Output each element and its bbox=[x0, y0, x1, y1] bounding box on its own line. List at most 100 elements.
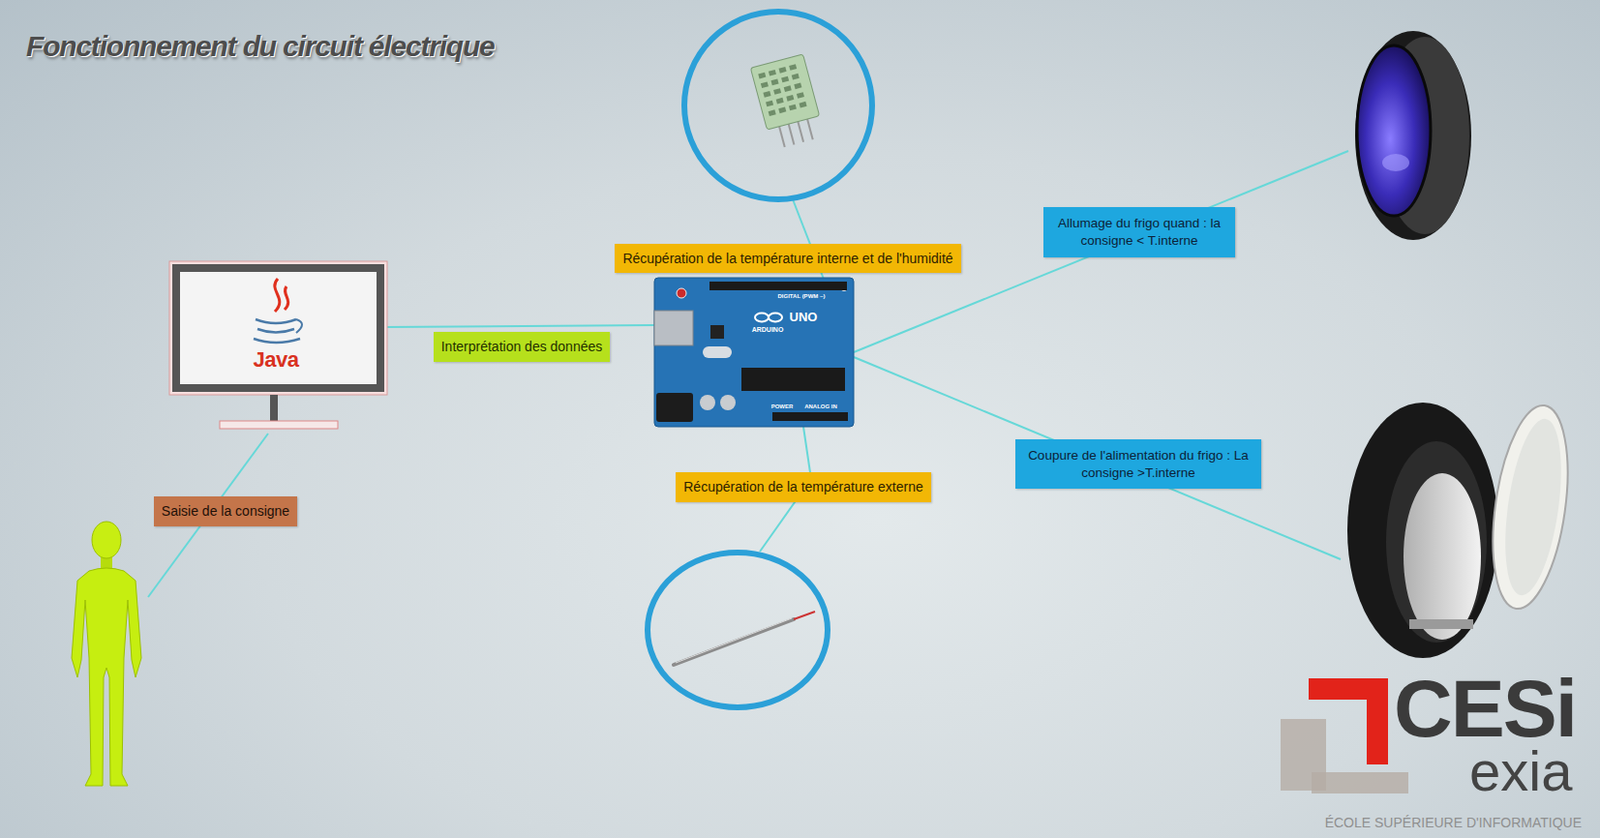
leader-line bbox=[853, 357, 1341, 560]
box-text: Saisie de la consigne bbox=[161, 502, 290, 520]
humidity-sensor bbox=[799, 101, 808, 109]
arduino-board bbox=[754, 313, 769, 323]
computer-monitor bbox=[274, 278, 289, 312]
box-text: Récupération de la température externe bbox=[683, 478, 923, 496]
computer-monitor bbox=[169, 261, 388, 395]
label-box: Coupure de l'alimentation du frigo : La … bbox=[1015, 439, 1262, 489]
text-label: CESi bbox=[1393, 667, 1576, 750]
fridge-off bbox=[1495, 415, 1570, 599]
temperature-probe bbox=[793, 611, 816, 620]
humidity-sensor bbox=[762, 90, 771, 98]
user-figure bbox=[71, 568, 142, 786]
humidity-sensor bbox=[788, 104, 797, 112]
arduino-board bbox=[768, 313, 783, 323]
user-figure bbox=[91, 521, 121, 559]
fridge-off bbox=[1347, 402, 1499, 659]
humidity-sensor bbox=[784, 85, 792, 92]
box-text: Allumage du frigo quand : la consigne < … bbox=[1051, 214, 1228, 249]
fridge-off bbox=[1347, 400, 1579, 659]
text-label: exia bbox=[1469, 743, 1572, 800]
text-label: POWER bbox=[771, 403, 794, 410]
computer-monitor bbox=[296, 319, 302, 333]
text-label: Java bbox=[253, 349, 300, 371]
label-box: Récupération de la température interne e… bbox=[614, 243, 961, 273]
arduino-board bbox=[654, 277, 854, 427]
text-label: ARDUINO bbox=[752, 326, 785, 333]
humidity-sensor bbox=[787, 121, 794, 145]
humidity-sensor bbox=[776, 97, 785, 105]
humidity-sensor bbox=[765, 100, 774, 108]
humidity-sensor bbox=[779, 66, 787, 74]
leader-line bbox=[148, 150, 1349, 598]
temperature-probe bbox=[673, 619, 794, 665]
humidity-sensor bbox=[793, 83, 802, 91]
diagram-title: Fonctionnement du circuit électrique bbox=[26, 29, 495, 64]
humidity-sensor bbox=[791, 73, 800, 81]
computer-monitor bbox=[180, 271, 377, 385]
arduino-board bbox=[699, 394, 716, 411]
arduino-board bbox=[676, 288, 687, 299]
arduino-board bbox=[710, 325, 725, 339]
arduino-board bbox=[654, 277, 854, 427]
temperature-probe bbox=[673, 611, 816, 665]
arduino-board bbox=[656, 392, 694, 423]
fridge-on bbox=[1382, 153, 1410, 172]
humidity-sensor bbox=[768, 69, 777, 77]
humidity-sensor bbox=[750, 54, 825, 151]
text-label: ANALOG IN bbox=[804, 403, 838, 410]
arduino-board bbox=[772, 412, 848, 422]
fridge-off bbox=[1386, 441, 1487, 643]
label-box: Allumage du frigo quand : la consigne < … bbox=[1043, 207, 1236, 258]
arduino-board bbox=[654, 310, 694, 346]
humidity-sensor bbox=[770, 79, 779, 87]
temperature-probe bbox=[675, 618, 792, 664]
school-logo bbox=[1311, 772, 1409, 794]
text-label: ÉCOLE SUPÉRIEURE D'INFORMATIQUE bbox=[1325, 815, 1582, 830]
humidity-sensor bbox=[750, 54, 819, 130]
fridge-off bbox=[1403, 473, 1481, 640]
box-text: Récupération de la température interne e… bbox=[622, 249, 953, 268]
arduino-board bbox=[720, 394, 736, 411]
humidity-sensor bbox=[807, 117, 814, 140]
humidity-sensor bbox=[773, 88, 782, 95]
humidity-sensor bbox=[781, 76, 789, 84]
user-figure bbox=[71, 521, 142, 786]
humidity-sensor bbox=[785, 94, 794, 102]
computer-monitor bbox=[172, 264, 385, 393]
humidity-sensor bbox=[796, 91, 805, 99]
computer-monitor bbox=[253, 319, 301, 343]
sensor-circle bbox=[684, 11, 873, 200]
humidity-sensor bbox=[779, 124, 785, 148]
leader-line bbox=[385, 325, 655, 328]
arduino-board bbox=[741, 367, 846, 392]
fridge-off bbox=[1481, 400, 1580, 614]
school-logo bbox=[1280, 678, 1409, 794]
humidity-sensor bbox=[797, 120, 804, 143]
arduino-board bbox=[702, 346, 732, 359]
text-label: DIGITAL (PWM ~) bbox=[778, 293, 826, 300]
sensor-circle bbox=[647, 552, 828, 708]
box-text: Interprétation des données bbox=[441, 337, 604, 356]
label-box: Saisie de la consigne bbox=[153, 496, 298, 527]
school-logo bbox=[1308, 678, 1389, 765]
computer-monitor bbox=[270, 394, 278, 422]
humidity-sensor bbox=[760, 81, 769, 89]
fridge-on bbox=[1355, 30, 1472, 241]
computer-monitor bbox=[169, 261, 388, 429]
arduino-board bbox=[709, 281, 847, 291]
humidity-sensor bbox=[757, 63, 807, 117]
fridge-on bbox=[1355, 30, 1472, 241]
fridge-on bbox=[1357, 45, 1431, 216]
humidity-sensor bbox=[778, 107, 786, 115]
fridge-off bbox=[1409, 619, 1474, 630]
label-box: Récupération de la température externe bbox=[675, 472, 931, 503]
text-label: UNO bbox=[789, 310, 818, 324]
label-box: Interprétation des données bbox=[433, 332, 611, 363]
humidity-sensor bbox=[788, 63, 797, 71]
humidity-sensor bbox=[757, 72, 766, 80]
humidity-sensor bbox=[768, 109, 777, 117]
sensor-circle bbox=[647, 11, 873, 708]
box-text: Coupure de l'alimentation du frigo : La … bbox=[1023, 447, 1254, 482]
